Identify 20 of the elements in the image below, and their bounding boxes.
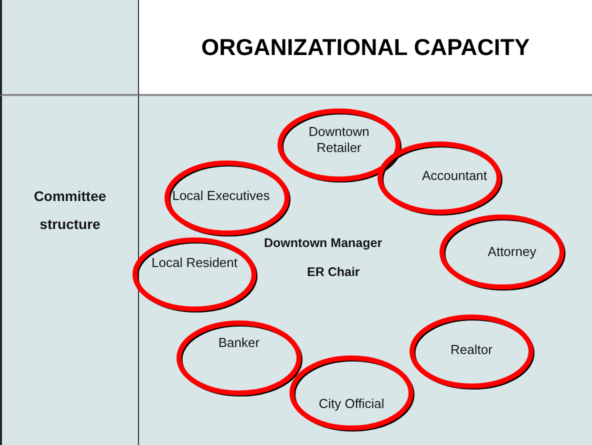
member-ellipse (175, 319, 303, 397)
member-ellipse (376, 140, 503, 216)
member-label: Accountant (422, 168, 488, 184)
title: ORGANIZATIONAL CAPACITY (201, 34, 530, 60)
row-heading: Committee structure (32, 187, 108, 234)
member-label: Realtor (450, 342, 492, 358)
member-ellipse (131, 236, 258, 313)
member-label: Downtown Retailer (308, 124, 370, 156)
center-label: Downtown Manager (264, 236, 382, 250)
member-label: City Official (318, 396, 384, 412)
member-label: Attorney (488, 244, 536, 260)
center-label: ER Chair (307, 265, 360, 279)
member-ellipse (276, 107, 402, 183)
member-ellipse (163, 159, 291, 237)
member-label: Local Resident (152, 255, 238, 271)
member-label: Local Executives (172, 188, 270, 204)
member-label: Banker (218, 335, 260, 351)
member-ellipse (438, 213, 566, 291)
member-ellipse (408, 313, 535, 390)
member-ellipse (288, 354, 415, 432)
